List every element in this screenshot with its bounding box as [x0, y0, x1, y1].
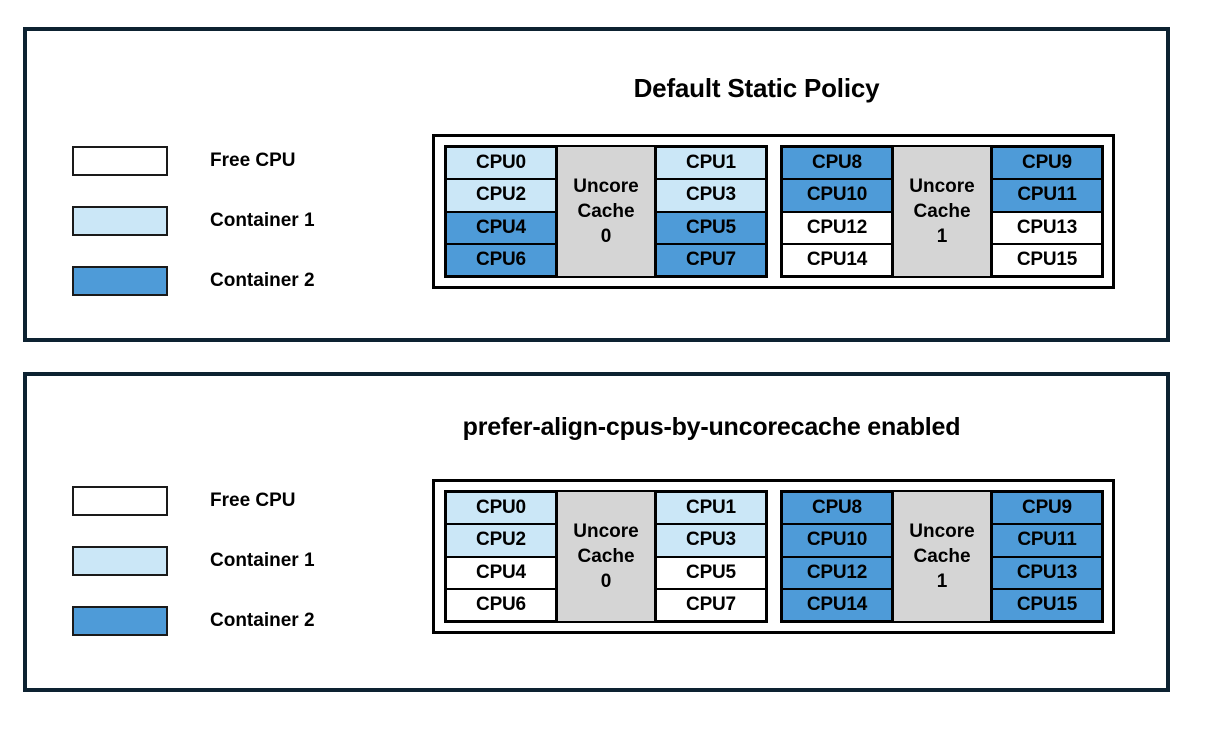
- cpu-column-left: CPU8 CPU10 CPU12 CPU14: [782, 147, 892, 276]
- cache-group-1: CPU8 CPU10 CPU12 CPU14 Uncore Cache 1 CP…: [780, 490, 1104, 623]
- cpu-cell: CPU3: [656, 179, 766, 212]
- cpu-cell: CPU7: [656, 243, 766, 276]
- legend-swatch-container-2: [72, 606, 168, 636]
- cpu-cell: CPU0: [446, 147, 556, 180]
- legend-label-container-1: Container 1: [210, 210, 315, 231]
- legend-swatch-container-1: [72, 546, 168, 576]
- cpu-cell: CPU15: [992, 588, 1102, 621]
- legend: Free CPU Container 1 Container 2: [72, 471, 315, 651]
- legend-item-container-2: Container 2: [72, 591, 315, 651]
- legend-label-container-2: Container 2: [210, 270, 315, 291]
- cpu-cell: CPU8: [782, 492, 892, 525]
- uncore-cache-block: Uncore Cache 0: [556, 147, 656, 276]
- legend-label-container-2: Container 2: [210, 610, 315, 631]
- cpu-cell: CPU6: [446, 588, 556, 621]
- cpu-cell: CPU14: [782, 588, 892, 621]
- uncore-cache-block: Uncore Cache 0: [556, 492, 656, 621]
- uncore-cache-line-2: Cache: [913, 200, 971, 222]
- legend: Free CPU Container 1 Container 2: [72, 131, 315, 311]
- cpu-cell: CPU12: [782, 556, 892, 589]
- panel-default-static-policy: Default Static Policy Free CPU Container…: [23, 27, 1170, 342]
- cpu-column-left: CPU8 CPU10 CPU12 CPU14: [782, 492, 892, 621]
- cpu-cell: CPU15: [992, 243, 1102, 276]
- cpu-cell: CPU8: [782, 147, 892, 180]
- cpu-cell: CPU10: [782, 524, 892, 557]
- uncore-cache-block: Uncore Cache 1: [892, 492, 992, 621]
- cpu-cell: CPU4: [446, 211, 556, 244]
- cpu-cell: CPU0: [446, 492, 556, 525]
- legend-item-free-cpu: Free CPU: [72, 471, 315, 531]
- cpu-cell: CPU9: [992, 147, 1102, 180]
- page-title: Default Static Policy: [633, 73, 880, 103]
- cpu-column-right: CPU9 CPU11 CPU13 CPU15: [992, 147, 1102, 276]
- panel-prefer-align-cpus-by-uncorecache: prefer-align-cpus-by-uncorecache enabled…: [23, 372, 1170, 692]
- uncore-cache-index: 1: [936, 226, 948, 248]
- legend-item-free-cpu: Free CPU: [72, 131, 315, 191]
- legend-swatch-free-cpu: [72, 146, 168, 176]
- cpu-cell: CPU1: [656, 492, 766, 525]
- cpu-cell: CPU2: [446, 524, 556, 557]
- legend-swatch-container-2: [72, 266, 168, 296]
- cpu-topology-diagram: CPU0 CPU2 CPU4 CPU6 Uncore Cache 0 CPU1 …: [432, 134, 1115, 289]
- cpu-cell: CPU13: [992, 556, 1102, 589]
- cpu-cell: CPU4: [446, 556, 556, 589]
- legend-item-container-1: Container 1: [72, 191, 315, 251]
- uncore-cache-line-1: Uncore: [573, 175, 639, 197]
- cpu-cell: CPU2: [446, 179, 556, 212]
- legend-swatch-free-cpu: [72, 486, 168, 516]
- uncore-cache-block: Uncore Cache 1: [892, 147, 992, 276]
- cpu-column-right: CPU1 CPU3 CPU5 CPU7: [656, 147, 766, 276]
- uncore-cache-line-1: Uncore: [909, 175, 975, 197]
- cpu-column-right: CPU9 CPU11 CPU13 CPU15: [992, 492, 1102, 621]
- cpu-cell: CPU6: [446, 243, 556, 276]
- cpu-cell: CPU5: [656, 211, 766, 244]
- cpu-cell: CPU3: [656, 524, 766, 557]
- legend-item-container-1: Container 1: [72, 531, 315, 591]
- uncore-cache-index: 0: [600, 571, 612, 593]
- legend-label-container-1: Container 1: [210, 550, 315, 571]
- cpu-cell: CPU5: [656, 556, 766, 589]
- uncore-cache-line-1: Uncore: [909, 520, 975, 542]
- legend-label-free-cpu: Free CPU: [210, 150, 296, 171]
- cache-group-1: CPU8 CPU10 CPU12 CPU14 Uncore Cache 1 CP…: [780, 145, 1104, 278]
- cpu-cell: CPU10: [782, 179, 892, 212]
- uncore-cache-line-2: Cache: [577, 200, 635, 222]
- cpu-cell: CPU11: [992, 524, 1102, 557]
- cpu-cell: CPU1: [656, 147, 766, 180]
- cpu-column-left: CPU0 CPU2 CPU4 CPU6: [446, 492, 556, 621]
- cpu-column-left: CPU0 CPU2 CPU4 CPU6: [446, 147, 556, 276]
- cpu-cell: CPU14: [782, 243, 892, 276]
- uncore-cache-line-2: Cache: [913, 545, 971, 567]
- uncore-cache-line-1: Uncore: [573, 520, 639, 542]
- cpu-column-right: CPU1 CPU3 CPU5 CPU7: [656, 492, 766, 621]
- uncore-cache-index: 0: [600, 226, 612, 248]
- cache-group-0: CPU0 CPU2 CPU4 CPU6 Uncore Cache 0 CPU1 …: [444, 490, 768, 623]
- cpu-cell: CPU7: [656, 588, 766, 621]
- legend-item-container-2: Container 2: [72, 251, 315, 311]
- uncore-cache-line-2: Cache: [577, 545, 635, 567]
- cpu-cell: CPU11: [992, 179, 1102, 212]
- cpu-cell: CPU9: [992, 492, 1102, 525]
- uncore-cache-index: 1: [936, 571, 948, 593]
- cpu-cell: CPU12: [782, 211, 892, 244]
- page-title: prefer-align-cpus-by-uncorecache enabled: [462, 413, 961, 441]
- cache-group-0: CPU0 CPU2 CPU4 CPU6 Uncore Cache 0 CPU1 …: [444, 145, 768, 278]
- legend-swatch-container-1: [72, 206, 168, 236]
- cpu-cell: CPU13: [992, 211, 1102, 244]
- legend-label-free-cpu: Free CPU: [210, 490, 296, 511]
- cpu-topology-diagram: CPU0 CPU2 CPU4 CPU6 Uncore Cache 0 CPU1 …: [432, 479, 1115, 634]
